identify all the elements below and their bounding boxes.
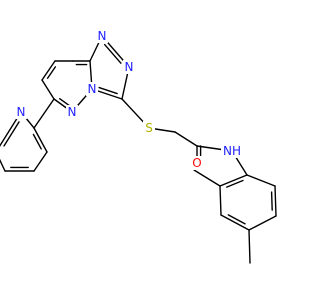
bond-n-n-triazole-inner (103, 43, 122, 64)
atom-n-triazole-top: N (96, 29, 108, 43)
bond-ch2-camide (174, 131, 198, 147)
atom-n-pyridine: N (15, 105, 27, 119)
svg-text:N: N (125, 60, 134, 74)
svg-text:N: N (68, 105, 77, 119)
bond-py5-n5-inner (3, 121, 20, 147)
bond-a6-a1 (246, 174, 276, 187)
bond-a5-a6-inner (270, 191, 273, 211)
bond-pyridazine-pyridine (33, 98, 55, 129)
bond-py2-py3 (33, 151, 48, 172)
svg-text:N: N (17, 105, 26, 119)
atom-n-triazole-right: N (123, 60, 135, 74)
svg-text:O: O (192, 156, 201, 170)
atom-oxygen: O (191, 156, 203, 170)
svg-text:NH: NH (223, 144, 241, 158)
atom-sulfur: S (143, 121, 155, 135)
molecule-structure: N N N N N S O NH (0, 29, 277, 264)
bond-py1-py2 (33, 127, 48, 153)
bond-py4-py5 (0, 158, 6, 172)
atom-n-pyridazine: N (66, 105, 78, 119)
bond-methyl-para (248, 229, 251, 264)
bond-a2-a3 (219, 185, 222, 216)
atom-n-bridgehead: N (86, 82, 98, 96)
bond-cf2-cc2-inner (46, 66, 57, 79)
bond-a1-a2-inner (226, 179, 244, 188)
bond-cc2-cc1 (41, 79, 55, 100)
bond-c3-nbridge-inner (98, 86, 118, 95)
bond-a3-a4-inner (227, 214, 246, 225)
atom-amide-nh: NH (221, 144, 243, 158)
svg-text:S: S (145, 121, 153, 135)
bond-a3-a4 (220, 214, 250, 231)
bond-a4-a5 (248, 215, 277, 231)
svg-text:N: N (88, 82, 97, 96)
bond-methyl-ortho (193, 169, 221, 187)
svg-text:N: N (98, 29, 107, 43)
atom-layer: N N N N N S O NH (15, 29, 243, 170)
bond-cf2-cc2 (41, 60, 56, 81)
bond-py1-py2-inner (32, 133, 42, 150)
bond-a1-a2 (219, 174, 248, 187)
bond-a5-a6 (274, 185, 277, 217)
